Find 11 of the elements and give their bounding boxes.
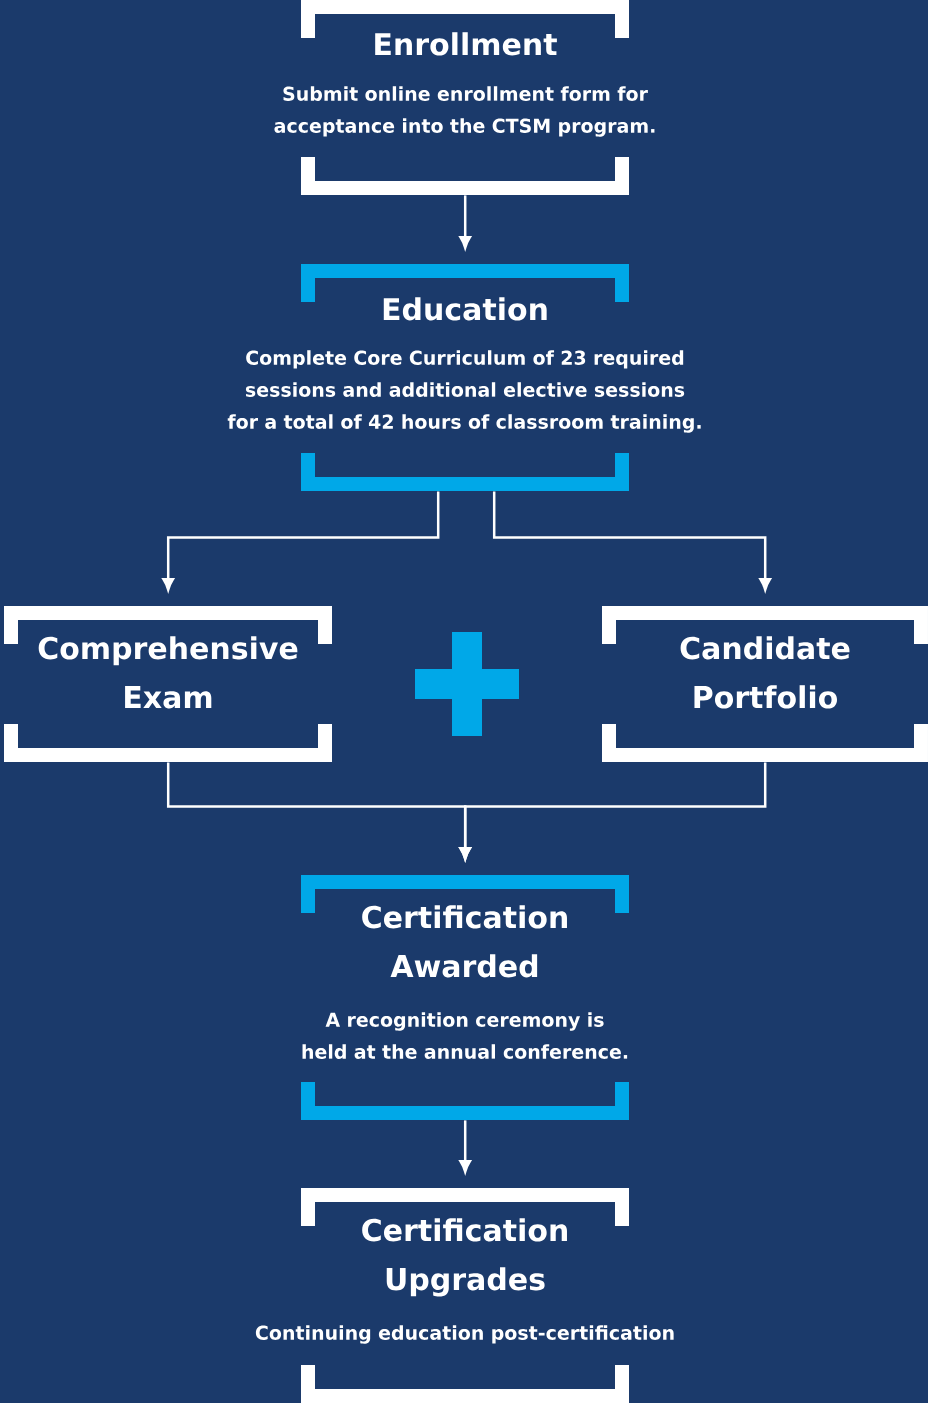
arrow [492,491,772,591]
bracket-box: Candidate Portfolio [602,606,928,762]
arrow [162,491,440,591]
arrow [459,762,767,860]
bracket-box: Certification Awarded A recognition ceremony is held at the annual conference. [301,875,629,1120]
bracket-box: Education Complete Core Curriculum of 23 required sessions and additional elective sessions for a total of 42 hours of classroom training. [227,264,701,491]
arrow [459,1120,472,1173]
bracket-box: Comprehensive Exam [4,606,332,762]
bracket-box: Enrollment Submit online enrollment form for acceptance into the CTSM program. [274,0,655,195]
bracket-box: Certification Upgrades Continuing education post-certification [255,1188,674,1403]
arrow [459,195,472,249]
